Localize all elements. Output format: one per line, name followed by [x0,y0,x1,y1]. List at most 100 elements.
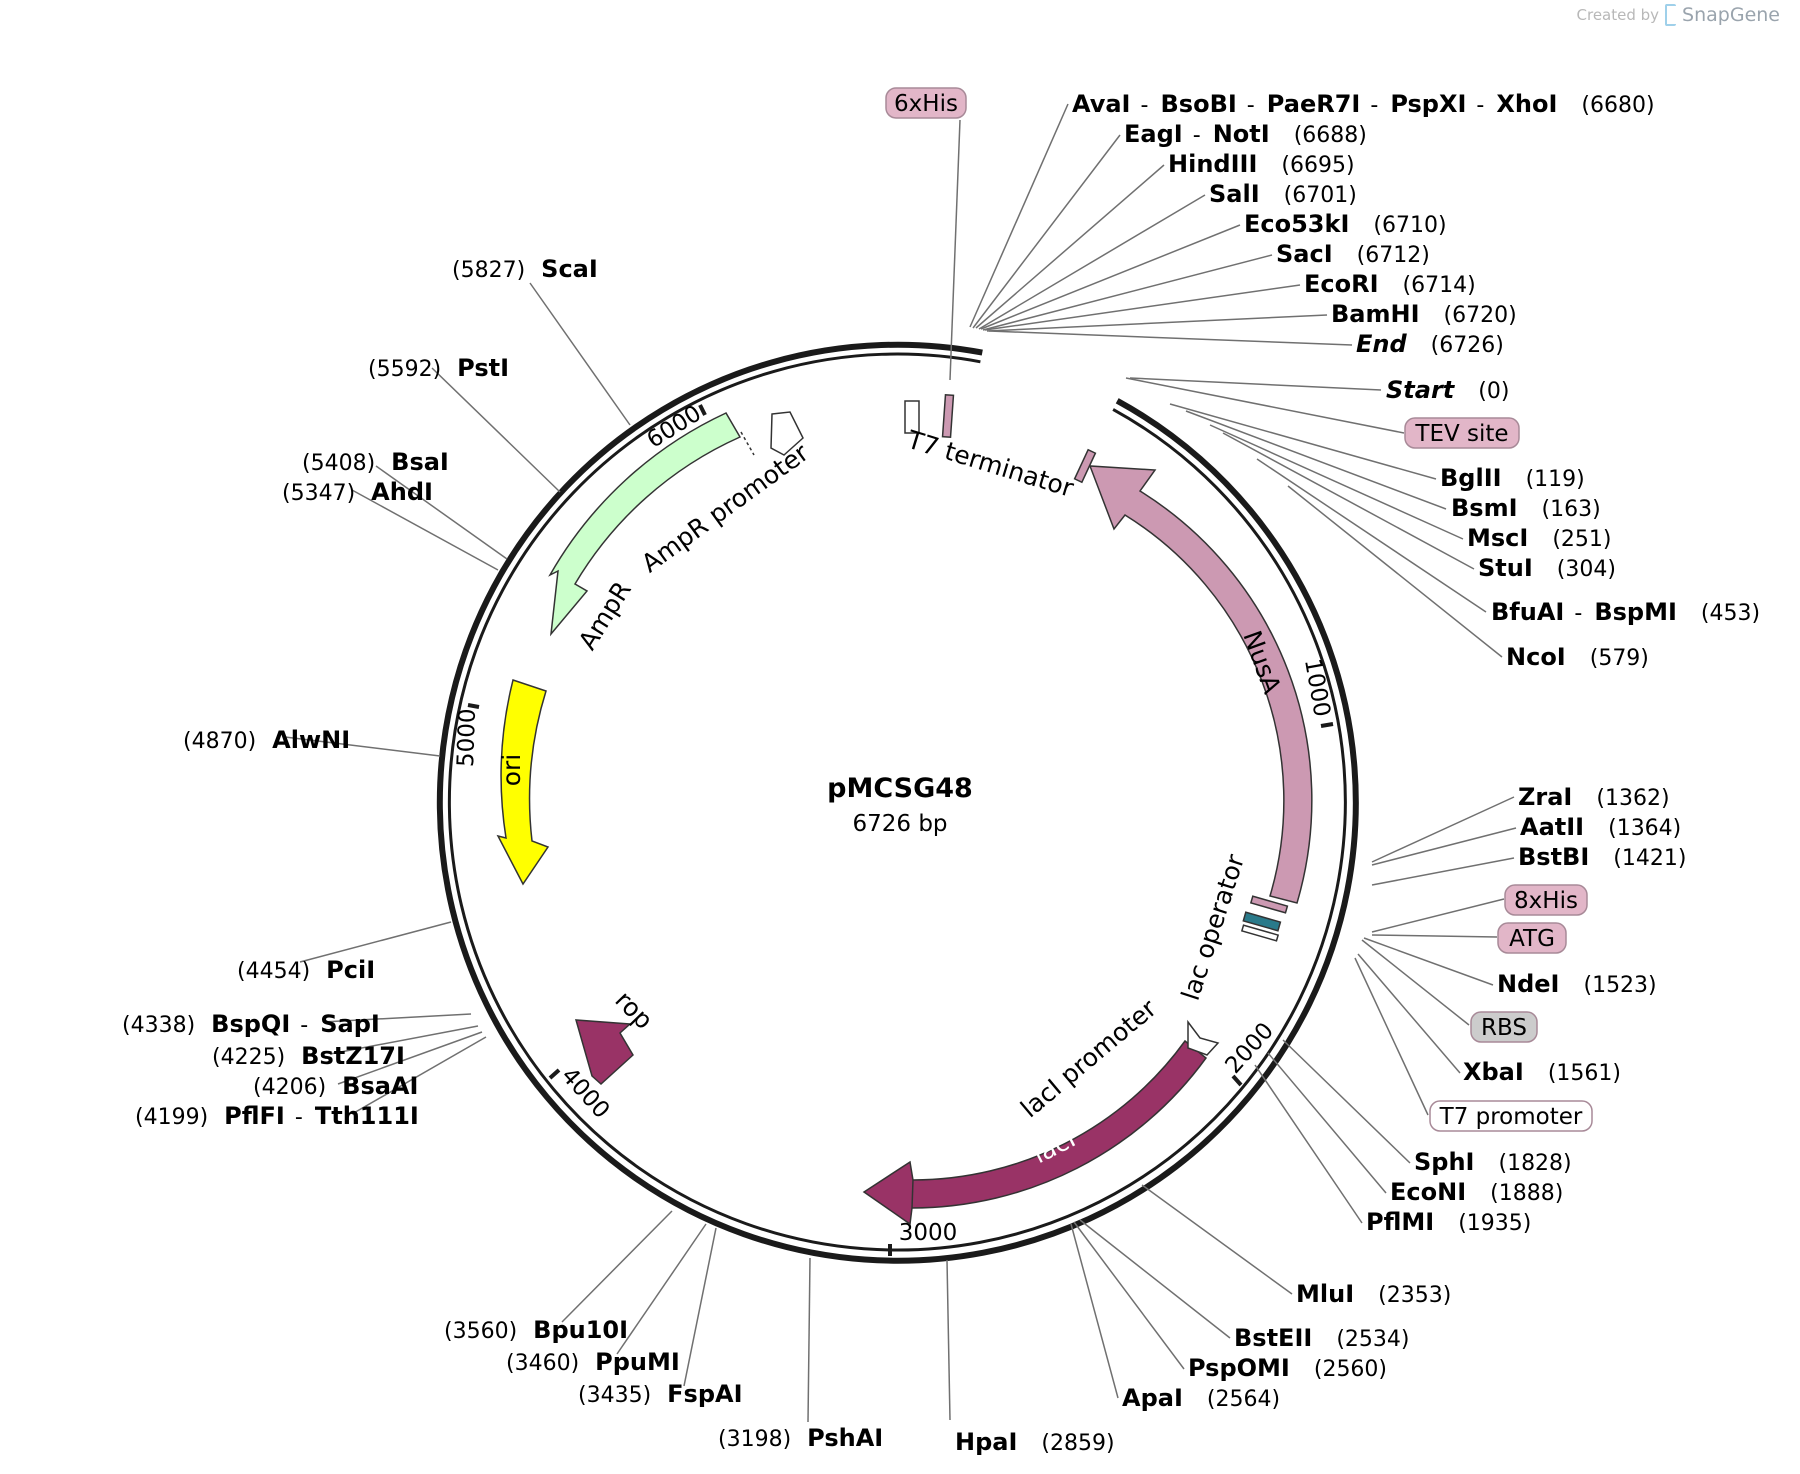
leader-line [1371,934,1498,938]
leader-line [529,282,631,426]
enzyme-name: BspMI [1594,598,1677,626]
leader-line [975,164,1165,329]
enzyme-name: BstBI [1518,843,1589,871]
tag-rbs: RBS [1470,1011,1538,1043]
leader-lines [284,103,1517,1423]
enzyme-name: HpaI [955,1428,1017,1456]
site-position: (5347) [282,481,355,506]
site-eco53ki: Eco53kI(6710) [1244,210,1447,238]
site-position: (163) [1542,497,1601,522]
site-separator: - [300,1013,308,1038]
site-pflmi: PflMI(1935) [1366,1208,1531,1236]
leader-line [616,1223,707,1355]
site-avai-bsobi-paer7i-pspxi-xhoi: AvaI-BsoBI-PaeR7I-PspXI-XhoI(6680) [1072,90,1655,118]
enzyme-name: BstZ17I [301,1042,405,1070]
site-position: (5408) [302,451,375,476]
tick-label-3000: 3000 [899,1220,958,1246]
site-position: (6714) [1403,273,1476,298]
enzyme-name: AatII [1520,813,1584,841]
leader-line [284,736,441,757]
enzyme-name: AhdI [371,478,433,506]
site-position: (3198) [718,1427,791,1452]
site-position: (579) [1590,646,1649,671]
site-pflfi-tth111i: (4199)PflFI-Tth111I [135,1102,419,1130]
enzyme-name: EagI [1124,120,1183,148]
backbone [436,341,1359,1264]
leader-line [375,465,508,560]
enzyme-name: BamHI [1331,300,1420,328]
feature-ampr-promoter [770,411,804,456]
enzyme-name: ScaI [541,255,598,283]
tag-label: RBS [1481,1015,1527,1041]
enzyme-name: AvaI [1072,90,1131,118]
site-psti: (5592)PstI [368,354,509,382]
enzyme-name: Bpu10I [533,1316,628,1344]
site-bstbi: BstBI(1421) [1518,843,1686,871]
enzyme-name: EcoRI [1304,270,1379,298]
plasmid-size: 6726 bp [852,811,947,837]
enzyme-name: BsaI [391,448,449,476]
leader-line [329,1025,479,1055]
site-apai: ApaI(2564) [1122,1384,1280,1412]
enzyme-name: ZraI [1518,783,1572,811]
site-scai: (5827)ScaI [452,255,598,283]
leader-line [1354,957,1429,1116]
enzyme-name: PflMI [1366,1208,1434,1236]
site-position: (2560) [1314,1357,1387,1382]
leader-line [807,1257,811,1423]
leader-line [1125,377,1405,434]
leader-line [1371,796,1515,863]
enzyme-name: NotI [1213,120,1270,148]
enzyme-name: PaeR7I [1267,90,1361,118]
leader-line [1254,1064,1363,1224]
site-position: (4870) [183,729,256,754]
enzyme-name: NcoI [1506,643,1566,671]
site-aatii: AatII(1364) [1520,813,1681,841]
site-position: (1561) [1548,1061,1621,1086]
feature-lac-operator-box [1242,911,1282,932]
leader-line [1371,898,1505,933]
site-stui: StuI(304) [1478,554,1616,582]
enzyme-name: PpuMI [595,1348,680,1376]
leader-line [337,1031,483,1085]
tag-label: 8xHis [1514,888,1578,914]
feature-label-lac-operator: lac operator [1176,850,1251,1004]
site-bsteii: BstEII(2534) [1234,1324,1409,1352]
tag-label: ATG [1509,926,1555,952]
site-econi: EcoNI(1888) [1390,1178,1563,1206]
site-position: (453) [1701,601,1760,626]
tag-tev-site: TEV site [1404,417,1520,449]
site-hpai: HpaI(2859) [955,1428,1115,1456]
site-position: (6712) [1357,243,1430,268]
leader-line [969,103,1069,328]
leader-line [1185,410,1447,510]
site-position: (4454) [237,959,310,984]
plasmid-name: pMCSG48 [827,773,973,804]
leader-line [1357,953,1461,1074]
leader-line [561,1210,673,1323]
leader-line [972,134,1121,329]
site-position: (2534) [1336,1327,1409,1352]
credit-brand: SnapGene [1682,4,1780,26]
site-msci: MscI(251) [1467,524,1612,552]
site-position: (6688) [1294,123,1367,148]
leader-line [431,367,561,493]
tick-label-1000: 1000 [1299,657,1335,719]
tag-box [1429,1100,1593,1132]
site-pspomi: PspOMI(2560) [1188,1354,1387,1382]
feature-rbs-marker [1240,924,1280,942]
feature-label-ori: ori [497,754,526,787]
site-bsai: (5408) BsaI [302,448,449,476]
site-ecori: EcoRI (6714) [1304,270,1476,298]
site-bsmi: BsmI(163) [1451,494,1601,522]
site-position: (251) [1552,527,1611,552]
site-position: (1828) [1498,1151,1571,1176]
snapgene-credit: Created by SnapGene [1577,4,1780,26]
leader-line [1209,424,1464,540]
tag-box [1497,922,1567,954]
enzyme-name: MluI [1296,1280,1354,1308]
tag-t7-promoter: T7 promoter [1429,1100,1593,1132]
enzyme-name: HindIII [1168,150,1257,178]
enzyme-name: Start [1386,376,1456,404]
